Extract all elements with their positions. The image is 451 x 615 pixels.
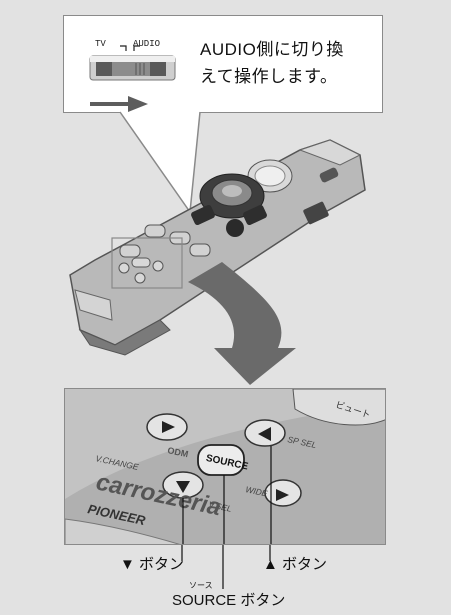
zoom-arrow-icon xyxy=(188,262,296,385)
down-button-label: ▼ ボタン xyxy=(120,553,184,574)
source-button-caption: SOURCE ボタン xyxy=(172,589,285,610)
source-button-detail-panel: ビュート SOURCE ODM SP SEL V.CHANGE WIDE V.S… xyxy=(64,388,386,545)
remote-body xyxy=(70,140,365,355)
up-button-label: ▲ ボタン xyxy=(263,553,327,574)
remote-closeup-illustration: ビュート SOURCE ODM SP SEL V.CHANGE WIDE V.S… xyxy=(65,389,386,545)
callout-pointer xyxy=(120,112,200,212)
